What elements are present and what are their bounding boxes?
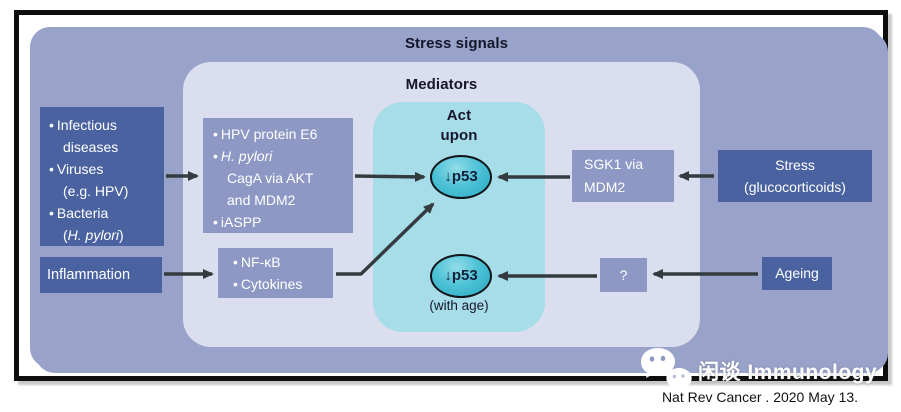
sgk1-line1: SGK1 via xyxy=(584,156,644,172)
bullet-icon: • xyxy=(49,161,54,177)
p53-down-ellipse-top: ↓p53 xyxy=(430,155,492,199)
list-item-continuation: diseases xyxy=(63,139,119,155)
citation-caption: Nat Rev Cancer . 2020 May 13. xyxy=(661,389,859,405)
list-item-label: Bacteria xyxy=(56,205,109,221)
bullet-icon: • xyxy=(213,214,218,230)
list-item-label: iASPP xyxy=(220,214,262,230)
mediators-title: Mediators xyxy=(405,76,478,93)
list-item-continuation: CagA via AKT xyxy=(227,170,314,186)
bullet-icon: • xyxy=(213,148,218,164)
list-item: •NF-κB xyxy=(233,251,333,273)
sgk1-line2: MDM2 xyxy=(584,178,626,195)
list-item: •Cytokines xyxy=(233,273,333,295)
bullet-icon: • xyxy=(49,117,54,133)
inflammation-box: Inflammation xyxy=(40,257,162,293)
bullet-icon: • xyxy=(233,276,238,292)
paren-open: ( xyxy=(63,227,68,243)
list-item: •Viruses xyxy=(49,158,162,180)
species-name: H. pylori xyxy=(220,148,273,164)
list-item: •HPV protein E6 xyxy=(213,123,351,145)
list-item: •iASPP xyxy=(213,211,351,233)
species-name: H. pylori xyxy=(67,227,120,243)
stress-line1: Stress xyxy=(775,157,815,173)
list-item-continuation: (e.g. HPV) xyxy=(63,183,129,199)
list-item-label: HPV protein E6 xyxy=(220,126,318,142)
paren-close: ) xyxy=(119,227,124,243)
bullet-icon: • xyxy=(233,254,238,270)
list-item-label: Viruses xyxy=(56,161,104,177)
watermark: 闲谈 Immunology xyxy=(638,346,898,394)
list-item-label: Cytokines xyxy=(240,276,303,292)
infectious-diseases-box: •Infectious diseases •Viruses (e.g. HPV)… xyxy=(40,107,164,246)
inflammation-mediators-box: •NF-κB •Cytokines xyxy=(218,248,333,298)
viral-mediators-box: •HPV protein E6 •H. pylori CagA via AKT … xyxy=(203,118,353,233)
wechat-icon xyxy=(641,348,692,391)
bullet-icon: • xyxy=(49,205,54,221)
list-item: •H. pylori xyxy=(213,145,351,167)
list-item-label: NF-κB xyxy=(240,254,281,270)
p53-down-ellipse-bottom: ↓p53 xyxy=(430,254,492,298)
sgk1-mediator-box: SGK1 via MDM2 xyxy=(572,150,674,202)
list-item: •Infectious xyxy=(49,114,162,136)
stress-line2: (glucocorticoids) xyxy=(744,179,846,195)
stress-signals-title: Stress signals xyxy=(404,35,509,52)
act-upon-line1: Act xyxy=(446,107,472,124)
act-upon-title: Act upon xyxy=(373,106,545,146)
watermark-text: 闲谈 Immunology xyxy=(698,361,878,384)
list-item: •Bacteria xyxy=(49,202,162,224)
stress-glucocorticoids-box: Stress (glucocorticoids) xyxy=(718,150,872,202)
list-item-label: Infectious xyxy=(56,117,117,133)
unknown-mediator-box: ? xyxy=(600,258,647,292)
bullet-icon: • xyxy=(213,126,218,142)
ageing-box: Ageing xyxy=(762,257,832,290)
list-item-continuation: and MDM2 xyxy=(227,192,296,208)
with-age-label: (with age) xyxy=(429,298,489,313)
act-upon-line2: upon xyxy=(440,127,478,144)
list-item-continuation: (H. pylori) xyxy=(49,224,162,246)
